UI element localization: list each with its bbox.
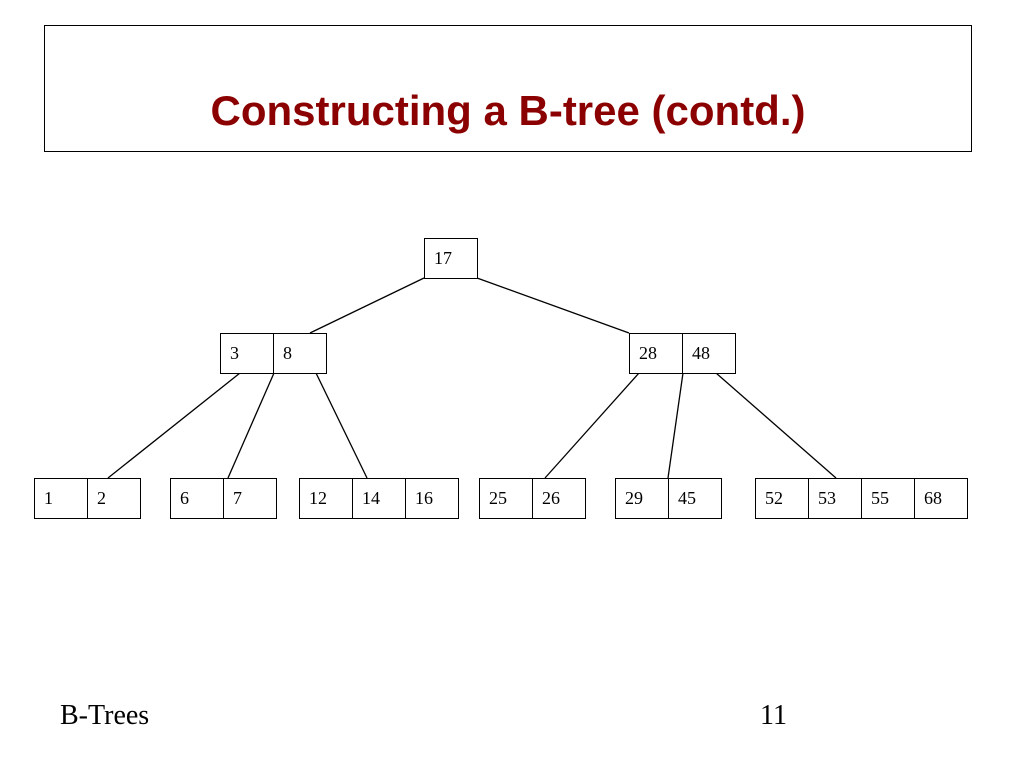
tree-edge — [715, 372, 837, 479]
slide-title: Constructing a B-tree (contd.) — [210, 87, 806, 134]
node-key: 55 — [871, 488, 889, 508]
node-key: 16 — [415, 488, 433, 508]
tree-edge — [667, 372, 684, 479]
node-box — [424, 238, 478, 279]
internal-node: 28 48 — [629, 333, 736, 374]
node-key: 53 — [818, 488, 836, 508]
node-key: 25 — [489, 488, 507, 508]
title-box: Constructing a B-tree (contd.) — [44, 25, 972, 152]
page-number: 11 — [760, 700, 787, 731]
node-key: 68 — [924, 488, 942, 508]
node-key: 6 — [180, 488, 189, 508]
node-key: 28 — [639, 343, 657, 363]
node-key: 2 — [97, 488, 106, 508]
leaf-node: 12 14 16 — [299, 478, 459, 519]
leaf-node: 29 45 — [615, 478, 722, 519]
node-key: 14 — [362, 488, 380, 508]
node-key: 8 — [283, 343, 292, 363]
tree-edge — [227, 372, 275, 479]
node-key: 29 — [625, 488, 643, 508]
node-key: 3 — [230, 343, 239, 363]
leaf-node: 52 53 55 68 — [755, 478, 968, 519]
footer-label: B-Trees — [60, 700, 150, 731]
node-key: 48 — [692, 343, 710, 363]
node-key: 7 — [233, 488, 242, 508]
leaf-node: 25 26 — [479, 478, 586, 519]
node-key: 45 — [678, 488, 696, 508]
node-key: 1 — [44, 488, 53, 508]
node-key: 17 — [434, 248, 452, 268]
node-box — [299, 478, 459, 519]
node-key: 12 — [309, 488, 327, 508]
node-key: 26 — [542, 488, 560, 508]
tree-edge — [107, 372, 241, 479]
tree-edge — [544, 372, 640, 479]
node-key: 52 — [765, 488, 783, 508]
tree-edge — [476, 277, 630, 334]
tree-edge — [315, 372, 368, 479]
tree-edge — [309, 277, 425, 334]
root-node: 17 — [424, 238, 478, 279]
